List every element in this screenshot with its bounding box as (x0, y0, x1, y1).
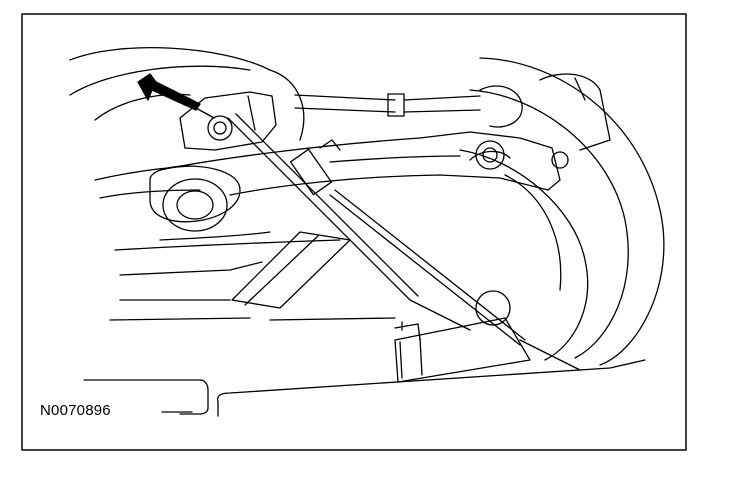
control-arm (94, 131, 561, 199)
arrow-pointer-icon (137, 73, 215, 119)
lower-bushing (149, 165, 271, 241)
tie-rod (294, 85, 523, 128)
alignment-tool (227, 113, 581, 371)
upper-mount-bracket (179, 91, 277, 151)
ball-joint (475, 73, 611, 170)
lower-bracket (83, 379, 209, 415)
support-stand (394, 290, 531, 383)
tire-outline (459, 57, 665, 366)
ground-line (216, 359, 646, 417)
figure-reference-number: N0070896 (40, 402, 111, 419)
hub-housing (69, 47, 305, 141)
figure-frame (21, 13, 687, 451)
subframe (109, 231, 396, 321)
